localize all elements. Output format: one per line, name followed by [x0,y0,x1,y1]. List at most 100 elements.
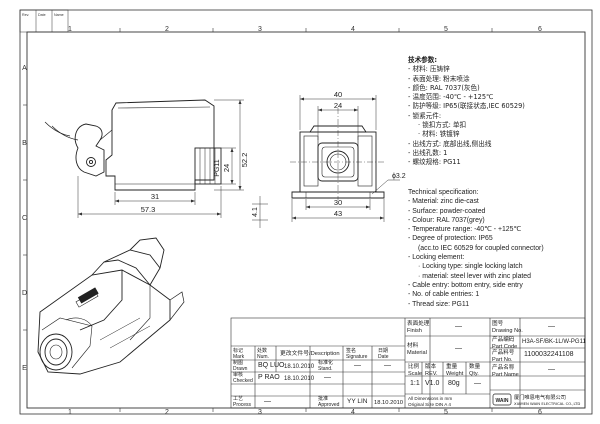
grid-row-e: E [22,365,27,372]
checked-name: P RAO [258,374,280,381]
company-name-cn: 厦门唯恩电气有限公司 [514,395,566,401]
header-change-cn: 更改文件号 [280,351,309,357]
approved-date: 18.10.2010 [374,400,404,406]
checked-extra: — [324,374,331,381]
approved-label-cn: 批准 [318,396,329,402]
company-name-en: XIAMEN WAIN ELECTRICAL CO.,LTD [514,401,581,406]
grid-col-2-bottom: 2 [165,409,169,416]
spec-en-line: - Degree of protection: IP65 [408,235,493,243]
side-view [44,99,222,191]
spec-chinese: 技术参数: - 材料: 压铸锌 - 表面处理: 粉末喷涂 - 颜色: RAL 7… [408,56,525,168]
drawn-date: 18.10.2010 [284,364,315,370]
rev-value: V1.0 [425,380,440,387]
dim-side-width-total: 57.3 [141,205,156,214]
qty-label-cn: 数量 [469,364,481,370]
dim-side-pg-label: PG11 [214,159,221,176]
rev-label-en: REV. [425,370,438,377]
spec-en-line: - Colour: RAL 7037(grey) [408,216,485,224]
spec-english: Technical specification: - Material: zin… [408,188,544,309]
scale-label-cn: 比例 [408,364,420,370]
part-code-label-en: Part Code [492,343,518,350]
process-label-en: Process [233,401,252,408]
spec-en-line: - No. of cable entries: 1 [408,291,480,299]
grid-col-1: 1 [68,26,72,33]
side-view-dimensions [77,99,244,218]
stand-date: — [384,362,391,369]
dim-front-width-total: 43 [334,209,342,218]
material-label-en: Material [407,349,427,356]
approved-name: YY LIN [347,398,368,405]
header-num-en: Num. [257,353,269,360]
spec-en-line: - Temperature range: -40℃ - +125℃ [408,226,522,234]
title-block-lines [230,317,586,409]
spec-cn-line: - 表面处理: 粉末喷涂 [408,74,470,83]
grid-col-2: 2 [165,26,169,33]
finish-label-en: Finish [407,327,422,334]
grid-col-5: 5 [444,26,448,33]
process-name: — [264,398,271,405]
spec-en-line: - Material: zinc die-cast [408,198,479,206]
grid-col-6: 6 [538,26,542,33]
spec-cn-line: - 锁紧元件: [408,111,442,120]
front-view [290,108,386,200]
qty-label-en: Qty. [469,370,479,377]
grid-col-4-bottom: 4 [351,409,355,416]
drawn-name: BQ LUO [258,362,285,369]
dim-4-1 [252,196,268,228]
grid-col-3: 3 [258,26,262,33]
material-label-cn: 材料 [407,343,419,349]
process-label-cn: 工艺 [233,396,244,402]
spec-en-line: - Surface: powder-coated [408,207,486,215]
spec-cn-line: - 颜色: RAL 7037(灰色) [408,83,480,92]
rev-label-cn: 版本 [425,364,437,370]
part-name-label-cn: 产品名称 [492,365,515,371]
spec-cn-line: - 防护等级: IP65(联接状态,IEC 60529) [408,102,525,111]
weight-label-en: Weight [446,370,464,377]
weight-value: 80g [448,380,460,387]
grid-row-a: A [22,65,27,72]
company-logo-text: WAIN [495,398,508,404]
drawn-label-en: Drawn [233,365,248,372]
grid-col-3-bottom: 3 [258,409,262,416]
note-dimensions: All Dimensions in mm [408,396,453,401]
spec-en-line: - Thread size: PG11 [408,300,470,308]
dim-front-width-30: 30 [334,198,342,207]
revision-block [19,9,69,33]
dim-side-height-total: 52.2 [240,153,249,168]
dim-front-width-top: 40 [334,90,342,99]
dim-side-height-lower: 4.1 [252,207,259,217]
approved-label-en: Approved [318,401,340,408]
spec-cn-line: - 出线孔数: 1 [408,148,448,157]
header-date-cn: 日期 [378,348,389,354]
stand-label-cn: 标准化 [318,360,334,366]
front-view-dimensions [291,95,400,222]
grid-col-4: 4 [351,26,355,33]
spec-cn-line: · 材料: 铁镀锌 [418,130,460,139]
grid-col-6-bottom: 6 [538,409,542,416]
grid-top [23,28,493,412]
drawn-label-cn: 制图 [233,360,244,366]
spec-en-line: - Locking element: [408,254,465,262]
grid-col-5-bottom: 5 [444,409,448,416]
checked-label-en: Checked [233,377,253,384]
drawing-no-value: — [548,323,555,330]
grid-row-b: B [22,140,27,147]
finish-label-cn: 表面处理 [407,321,430,327]
part-no-label-cn: 产品料号 [492,350,515,356]
dim-front-width-inner: 24 [334,101,342,110]
drawing-no-label-cn: 图号 [492,321,504,327]
weight-label-cn: 重量 [446,364,458,370]
revision-label-name: Name [54,13,64,17]
part-code-value: H3A-SF/BK-1L/W-PG11 [522,339,586,345]
front-view-dim-arrows [292,97,384,220]
grid-row-d: D [22,290,27,297]
header-mark-en: Mark [233,353,245,360]
qty-value: — [474,380,481,387]
part-name-label-en: Part Name [492,371,519,378]
part-no-label-en: Part No. [492,356,513,363]
dim-side-height-inner: 24 [222,164,231,172]
spec-cn-line: - 材料: 压铸锌 [408,65,450,74]
note-original-size: Original Size DIN A 4 [408,401,451,407]
scale-label-en: Scale [408,370,422,377]
